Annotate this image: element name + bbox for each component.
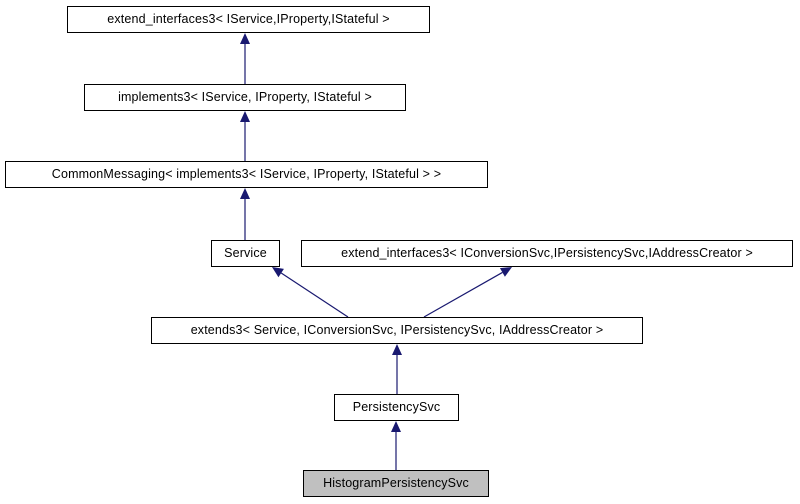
- edge-line: [280, 272, 349, 318]
- class-node-label: HistogramPersistencySvc: [323, 476, 469, 491]
- class-node-label: extend_interfaces3< IService,IProperty,I…: [107, 12, 390, 27]
- inheritance-arrow: [423, 267, 512, 318]
- edge-arrowhead: [240, 111, 250, 122]
- class-node-persistency_svc[interactable]: PersistencySvc: [334, 394, 459, 421]
- class-node-label: extends3< Service, IConversionSvc, IPers…: [190, 323, 604, 338]
- class-node-label: extend_interfaces3< IConversionSvc,IPers…: [341, 246, 753, 261]
- class-node-label: PersistencySvc: [352, 400, 441, 415]
- class-node-common_messaging[interactable]: CommonMessaging< implements3< IService, …: [5, 161, 488, 188]
- class-node-histogram_persistency_svc[interactable]: HistogramPersistencySvc: [303, 470, 489, 497]
- edge-arrowhead: [240, 188, 250, 199]
- inheritance-arrow: [240, 188, 250, 240]
- class-node-extend_interfaces3_conversion[interactable]: extend_interfaces3< IConversionSvc,IPers…: [301, 240, 793, 267]
- inheritance-arrow: [272, 267, 349, 318]
- class-node-implements3_service[interactable]: implements3< IService, IProperty, IState…: [84, 84, 406, 111]
- edge-arrowhead: [499, 267, 512, 277]
- class-node-label: Service: [224, 246, 267, 261]
- edge-line: [423, 271, 503, 318]
- edge-arrowhead: [391, 421, 401, 432]
- inheritance-arrow: [240, 111, 250, 161]
- class-node-extends3_service[interactable]: extends3< Service, IConversionSvc, IPers…: [151, 317, 643, 344]
- class-node-label: implements3< IService, IProperty, IState…: [118, 90, 372, 105]
- inheritance-arrow: [392, 344, 402, 394]
- class-node-service[interactable]: Service: [211, 240, 280, 267]
- edge-arrowhead: [272, 267, 284, 278]
- edge-arrowhead: [392, 344, 402, 355]
- class-node-extend_interfaces3_service[interactable]: extend_interfaces3< IService,IProperty,I…: [67, 6, 430, 33]
- inheritance-arrow: [240, 33, 250, 84]
- inheritance-arrow: [391, 421, 401, 470]
- class-node-label: CommonMessaging< implements3< IService, …: [51, 167, 442, 182]
- edge-arrowhead: [240, 33, 250, 44]
